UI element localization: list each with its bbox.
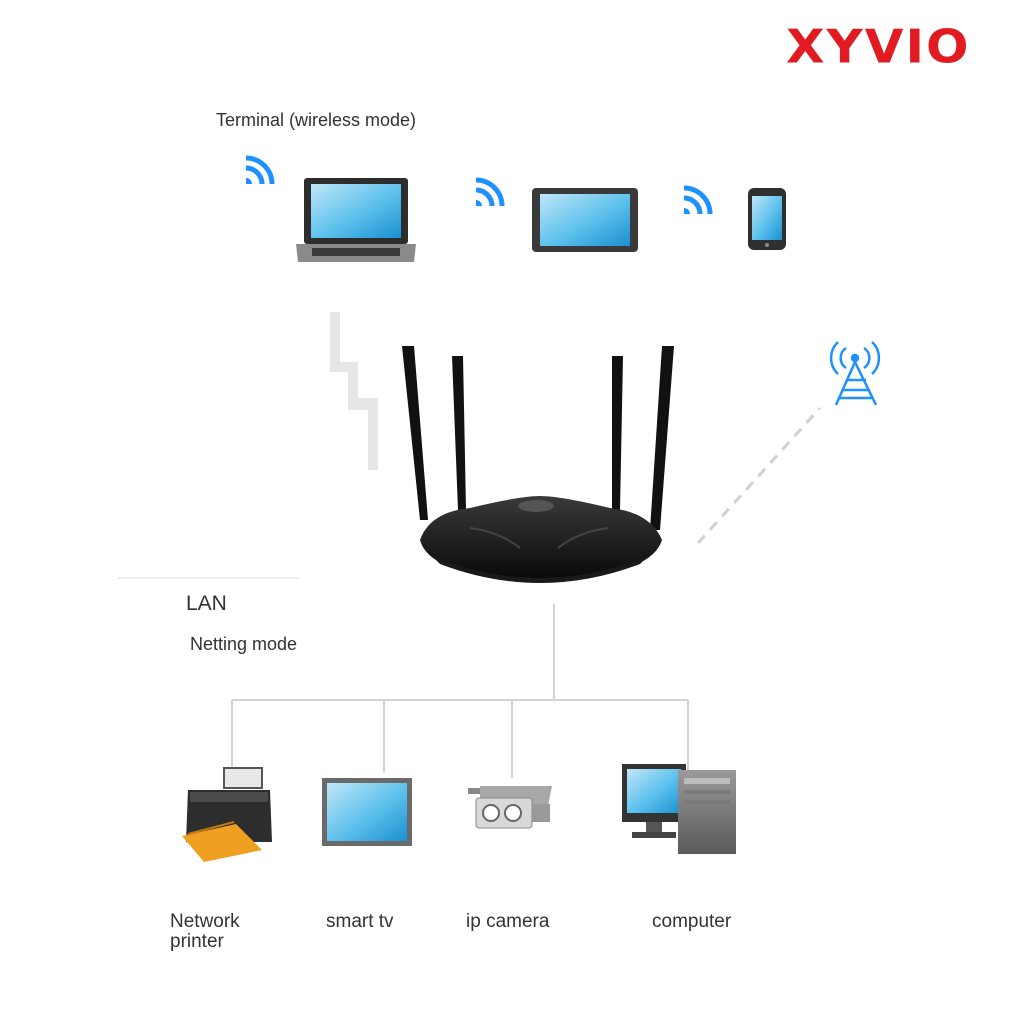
wireless-link-bolt (330, 312, 378, 470)
label-computer: computer (652, 912, 731, 932)
smartphone-icon (748, 188, 786, 250)
cell-tower-icon (831, 342, 879, 405)
printer-icon (182, 768, 272, 862)
lan-title: LAN (186, 592, 227, 616)
label-smart-tv: smart tv (326, 912, 394, 932)
brand-logo: XYVIO (786, 24, 971, 70)
laptop-icon (296, 178, 416, 262)
label-network-printer: Network printer (170, 912, 240, 952)
wifi-signal-icon (246, 158, 272, 184)
ip-camera-icon (468, 786, 552, 828)
label-ip-camera: ip camera (466, 912, 549, 932)
tablet-icon (532, 188, 638, 252)
lan-subtitle: Netting mode (190, 634, 297, 655)
lan-connection-lines (232, 604, 688, 778)
uplink-dashed-line (698, 408, 820, 543)
wifi-signal-icon (476, 180, 502, 206)
router-icon (402, 346, 674, 583)
wireless-section-title: Terminal (wireless mode) (216, 110, 416, 131)
desktop-computer-icon (622, 764, 736, 854)
smart-tv-icon (322, 778, 412, 846)
wifi-signal-icon (684, 188, 710, 214)
